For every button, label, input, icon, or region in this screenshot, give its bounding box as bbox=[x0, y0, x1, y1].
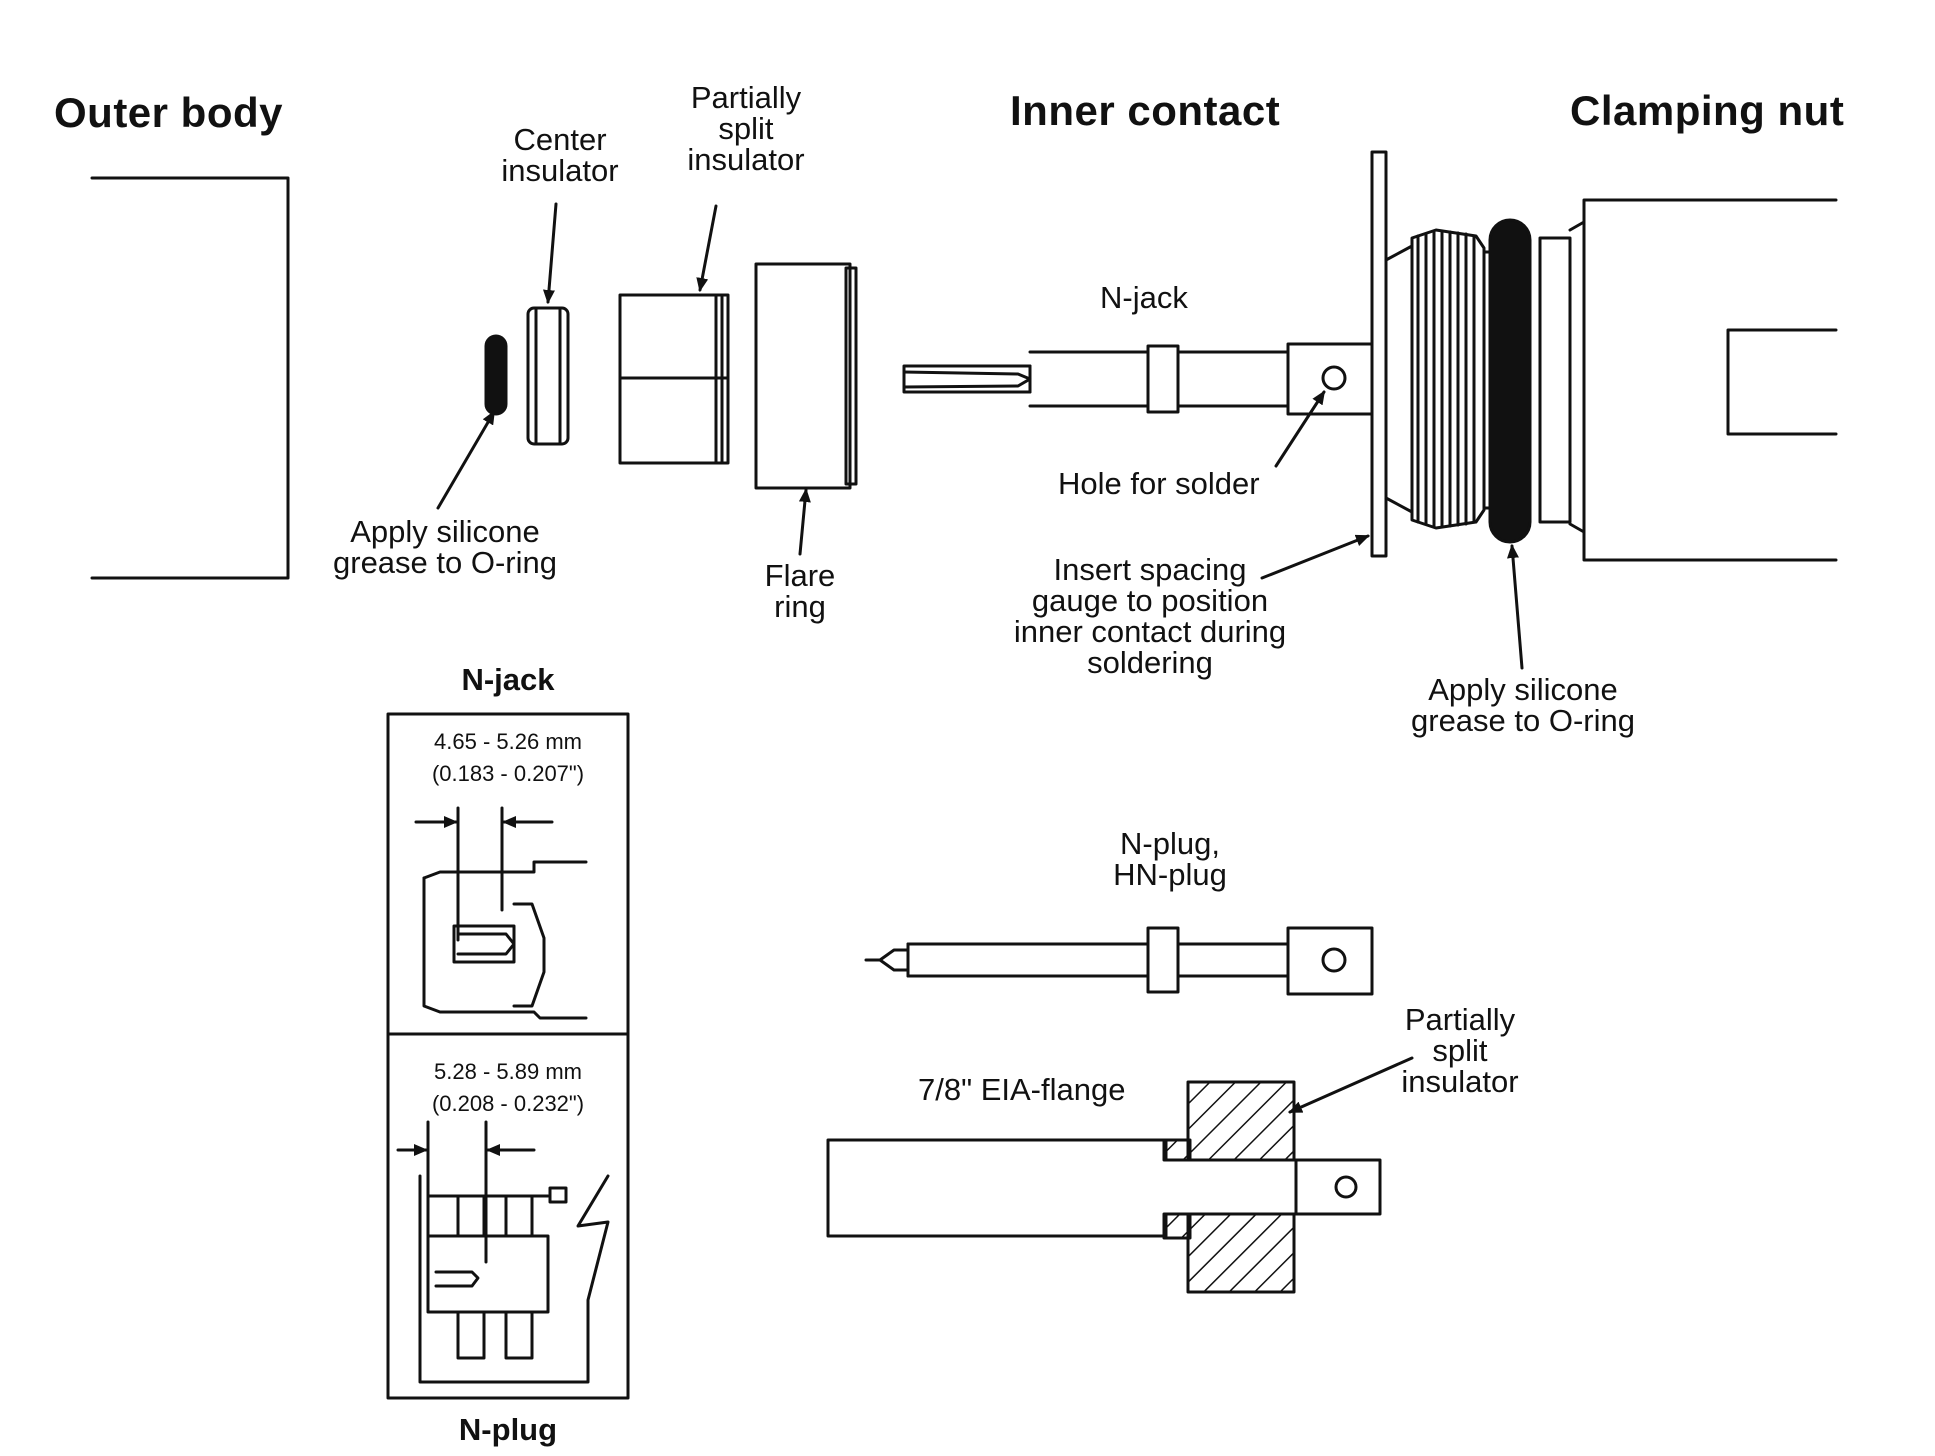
partially-split-insulator-shape bbox=[618, 293, 730, 465]
clamping-nut-title: Clamping nut bbox=[1570, 87, 1845, 134]
partially-split-insulator-label: Partially split insulator bbox=[687, 80, 805, 177]
inset-n-plug-dimension: 5.28 - 5.89 mm (0.208 - 0.232") bbox=[431, 1059, 585, 1116]
arrow-split-insulator-bottom bbox=[1288, 1056, 1414, 1114]
o-ring-left bbox=[484, 334, 508, 416]
arrow-hole-for-solder bbox=[1274, 390, 1326, 468]
inset-n-plug-title: N-plug bbox=[458, 1412, 558, 1447]
threaded-section bbox=[1384, 228, 1502, 530]
eia-flange-label: 7/8" EIA-flange bbox=[918, 1072, 1126, 1107]
flare-ring-shape bbox=[754, 262, 858, 490]
inset-n-jack-drawing bbox=[414, 806, 588, 1020]
center-insulator-label: Center insulator bbox=[501, 122, 619, 188]
arrow-o-ring-left bbox=[436, 410, 496, 510]
n-plug-contact-shape bbox=[864, 926, 1374, 996]
clamping-nut-shape bbox=[1538, 198, 1838, 562]
inner-contact-title: Inner contact bbox=[1010, 87, 1281, 134]
arrow-o-ring-right bbox=[1507, 544, 1524, 670]
spacing-gauge-plate bbox=[1370, 150, 1388, 558]
partially-split-insulator-bottom-label: Partially split insulator bbox=[1401, 1002, 1519, 1099]
n-jack-contact-label: N-jack bbox=[1100, 280, 1188, 315]
arrow-split-insulator bbox=[696, 204, 718, 292]
o-ring-right-label: Apply silicone grease to O-ring bbox=[1411, 672, 1635, 738]
inset-n-jack-dimension: 4.65 - 5.26 mm (0.183 - 0.207") bbox=[431, 729, 585, 786]
eia-flange-shape bbox=[826, 1080, 1382, 1294]
inset-frame bbox=[386, 712, 630, 1400]
spacing-gauge-label: Insert spacing gauge to position inner c… bbox=[1013, 552, 1287, 680]
n-jack-contact-shape bbox=[902, 342, 1374, 416]
outer-body-shape bbox=[90, 176, 290, 580]
flare-ring-label: Flare ring bbox=[764, 558, 836, 624]
inset-n-plug-drawing bbox=[396, 1120, 610, 1384]
outer-body-title: Outer body bbox=[54, 89, 284, 136]
arrow-spacing-gauge bbox=[1260, 534, 1370, 580]
inset-n-jack-title: N-jack bbox=[461, 662, 555, 697]
hole-for-solder-label: Hole for solder bbox=[1058, 466, 1260, 501]
arrow-center-insulator bbox=[542, 202, 558, 304]
center-insulator-shape bbox=[526, 306, 570, 446]
o-ring-right bbox=[1488, 218, 1532, 544]
arrow-flare-ring bbox=[798, 488, 811, 556]
n-plug-contact-label: N-plug, HN-plug bbox=[1113, 826, 1227, 892]
o-ring-left-label: Apply silicone grease to O-ring bbox=[333, 514, 557, 580]
